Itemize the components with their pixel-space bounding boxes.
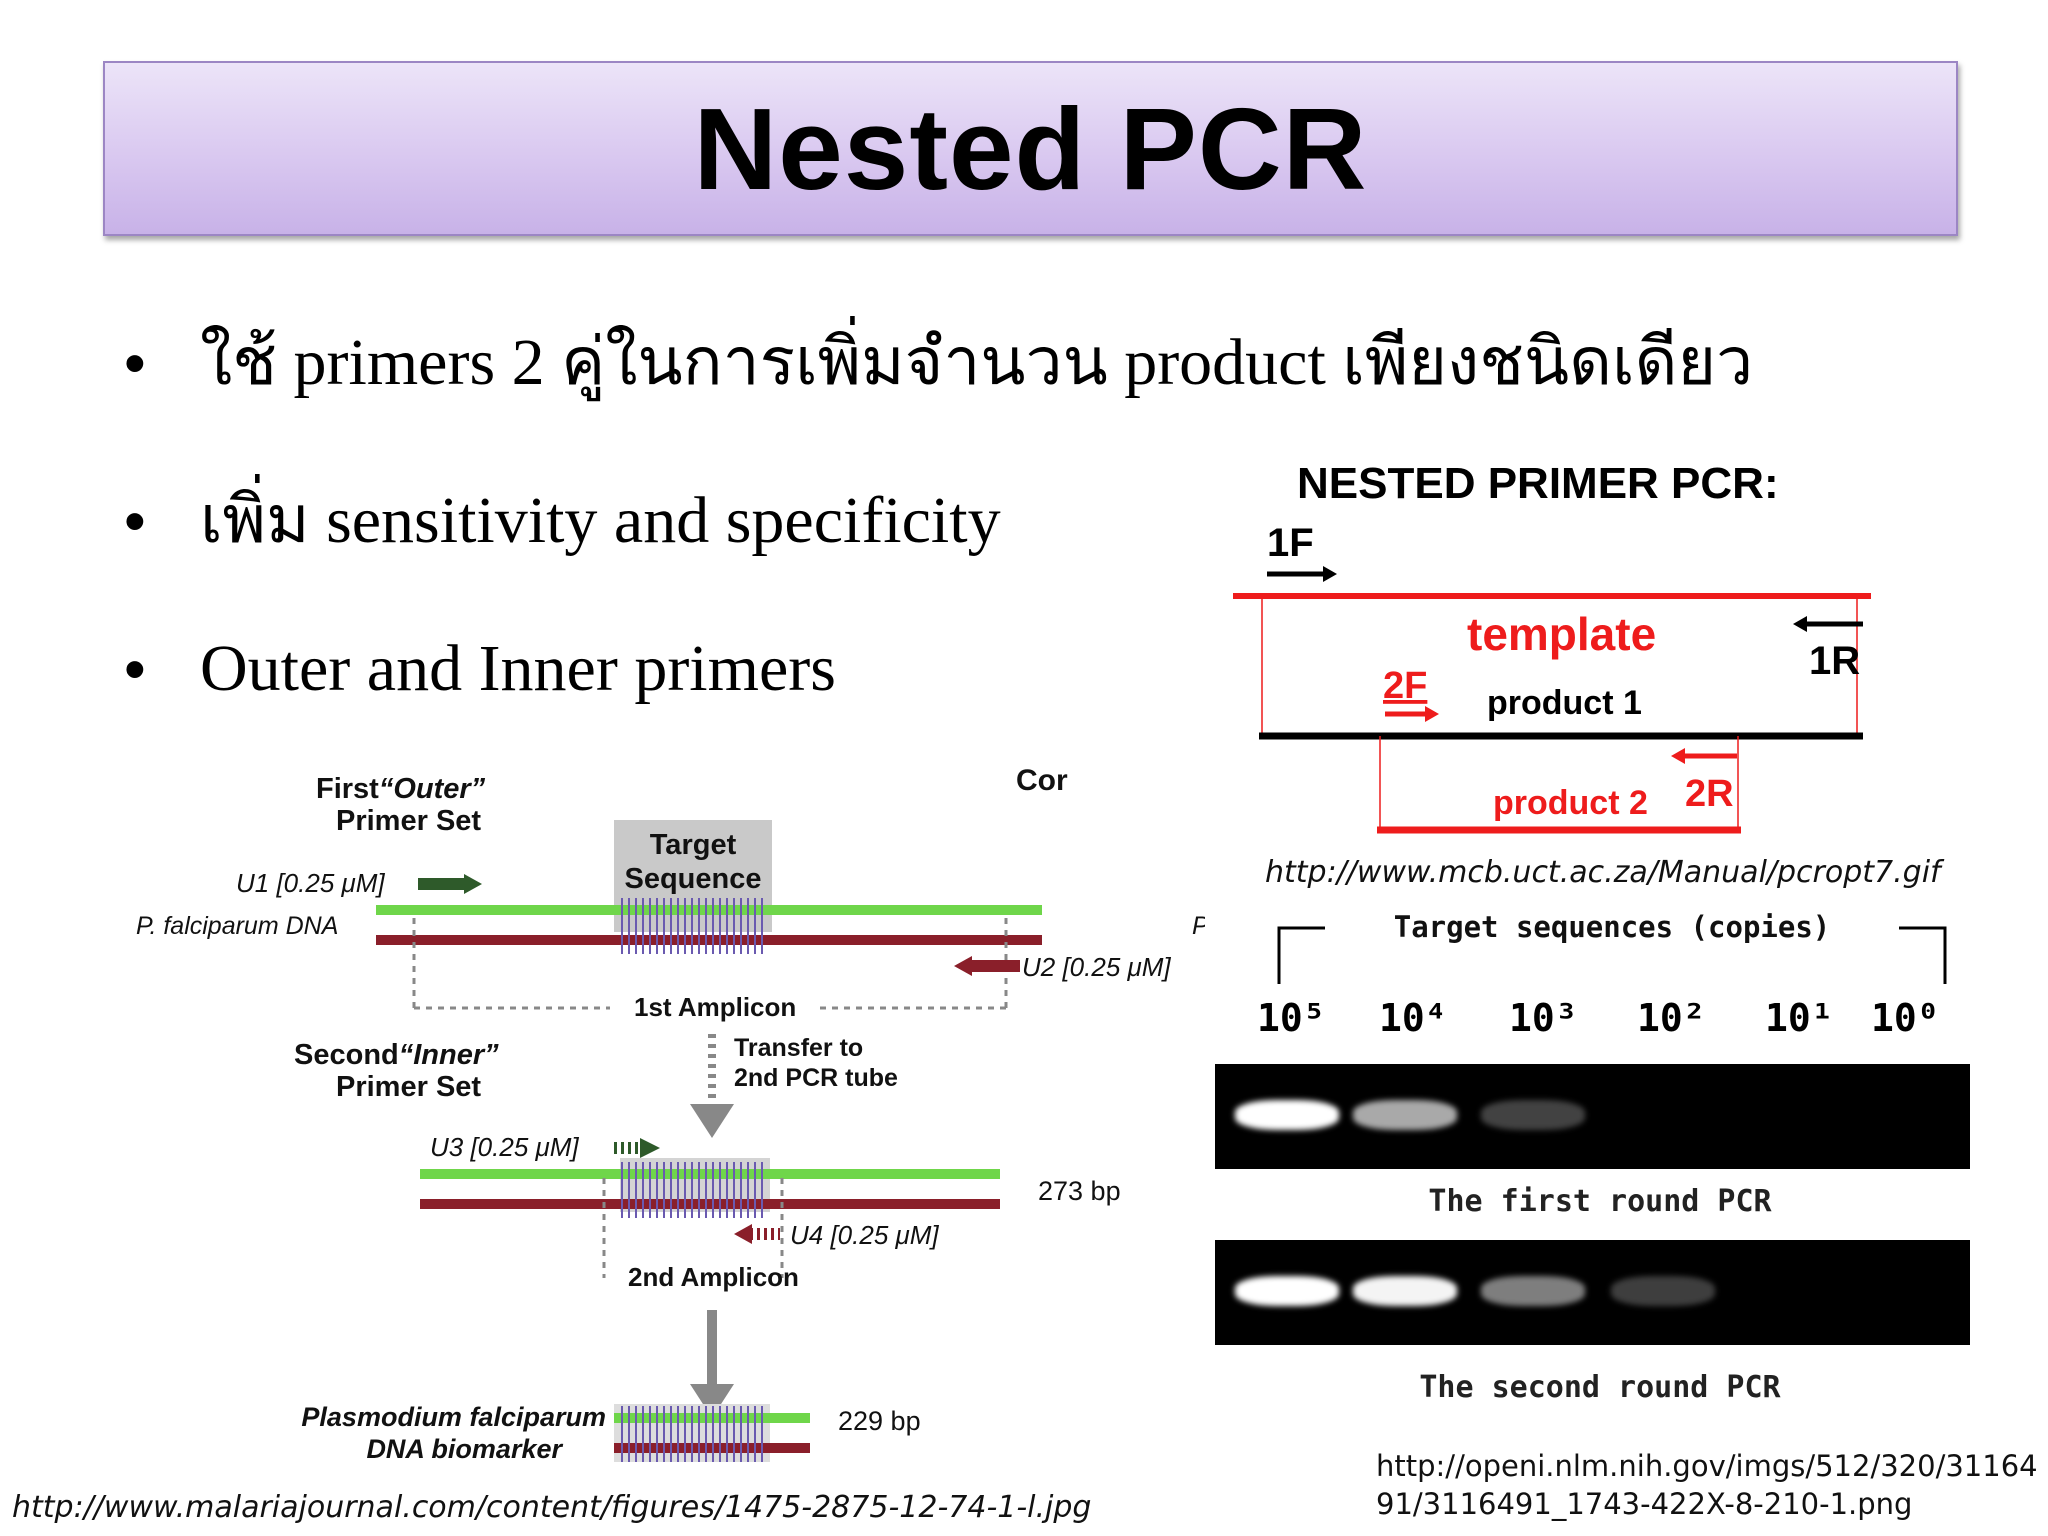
header-bracket-left <box>1277 926 1325 984</box>
source-openi-line2: 91/3116491_1743-422X-8-210-1.png <box>1376 1487 1913 1521</box>
source-openi-line1: http://openi.nlm.nih.gov/imgs/512/320/31… <box>1376 1449 2038 1483</box>
u3-label: U3 [0.25 μM] <box>430 1132 579 1162</box>
second-round-label: The second round PCR <box>1419 1370 1781 1405</box>
copies-label: 10¹ <box>1765 996 1834 1040</box>
target-line1: Target <box>650 829 737 861</box>
arrow-2r-icon <box>1671 748 1685 764</box>
biomarker-line2: DNA biomarker <box>366 1434 563 1464</box>
source-openi-url: http://openi.nlm.nih.gov/imgs/512/320/31… <box>1376 1447 2038 1523</box>
nested-primer-svg: NESTED PRIMER PCR: 1F template 1R 2F pro… <box>1233 459 1871 834</box>
gel-band <box>1481 1276 1585 1306</box>
bullet-1: • ใช้ primers 2 คู่ในการเพิ่มจำนวน produ… <box>124 330 1753 396</box>
transfer-line2: 2nd PCR tube <box>734 1064 898 1092</box>
label-1r: 1R <box>1809 639 1860 683</box>
amplicon1-label: 1st Amplicon <box>634 992 796 1022</box>
target-ticks-3 <box>621 1406 763 1462</box>
copies-label: 10⁵ <box>1257 996 1326 1040</box>
source-malaria-url: http://www.malariajournal.com/content/fi… <box>12 1490 1092 1525</box>
u4-label: U4 [0.25 μM] <box>790 1220 939 1250</box>
label-1f: 1F <box>1267 521 1314 565</box>
gel-band <box>1353 1276 1457 1306</box>
arrow-1r-icon <box>1793 616 1807 632</box>
biomarker-line1: Plasmodium falciparum <box>301 1402 606 1432</box>
bullet-text-3: Outer and Inner primers <box>200 632 836 705</box>
first-outer-line2: Primer Set <box>336 805 481 837</box>
bullet-text-1: ใช้ primers 2 คู่ในการเพิ่มจำนวน product… <box>200 326 1754 399</box>
slide-title: Nested PCR <box>693 83 1368 214</box>
gel-first-round <box>1215 1064 1970 1169</box>
bullet-3: • Outer and Inner primers <box>124 636 836 702</box>
header-bracket-right <box>1899 926 1947 984</box>
malaria-figure-svg: First“Outer” Primer Set Target Sequence … <box>136 764 1209 1464</box>
cut-text-p: P <box>1192 912 1209 940</box>
u2-arrow-icon <box>954 956 972 976</box>
bullet-dot: • <box>124 635 146 704</box>
first-outer-line1: First“Outer” <box>316 773 486 805</box>
label-2f: 2F <box>1383 665 1427 707</box>
second-inner-line1: Second“Inner” <box>294 1039 499 1071</box>
label-product-2: product 2 <box>1493 784 1648 822</box>
cut-text-cor: Cor <box>1016 764 1068 797</box>
amplicon2-label: 2nd Amplicon <box>628 1262 799 1292</box>
gel-band <box>1611 1276 1715 1306</box>
bullet-2: • เพิ่ม sensitivity and specificity <box>124 488 1001 554</box>
arrow-1f-icon <box>1323 566 1337 582</box>
title-banner: Nested PCR <box>103 61 1958 236</box>
target-ticks-2 <box>621 1162 763 1218</box>
gel-figure: Target sequences (copies) 10⁵ 10⁴ 10³ 10… <box>1205 900 1995 1420</box>
arrow-2f-icon <box>1425 706 1439 722</box>
label-product-1: product 1 <box>1487 684 1642 722</box>
source-mcb-url: http://www.mcb.uct.ac.za/Manual/pcropt7.… <box>1265 855 1941 890</box>
bp-273-label: 273 bp <box>1038 1176 1121 1206</box>
gel-band <box>1353 1100 1457 1130</box>
dna-label: P. falciparum DNA <box>136 912 338 940</box>
gel-header: Target sequences (copies) <box>1394 910 1831 944</box>
copies-row: 10⁵ 10⁴ 10³ 10² 10¹ 10⁰ <box>1245 996 1995 1046</box>
u1-arrow-icon <box>464 874 482 894</box>
transfer-arrow-icon <box>690 1104 734 1138</box>
u4-arrow-icon <box>734 1224 752 1244</box>
nested-heading: NESTED PRIMER PCR: <box>1297 459 1779 508</box>
copies-label: 10³ <box>1509 996 1578 1040</box>
down-arrow-icon <box>690 1384 734 1418</box>
bp-229-label: 229 bp <box>838 1406 921 1436</box>
target-line2: Sequence <box>625 863 762 895</box>
nested-primer-diagram: NESTED PRIMER PCR: 1F template 1R 2F pro… <box>1225 450 1905 850</box>
gel-band <box>1235 1100 1339 1130</box>
second-inner-line2: Primer Set <box>336 1071 481 1103</box>
u3-arrow-icon <box>640 1138 660 1158</box>
transfer-line1: Transfer to <box>734 1034 863 1062</box>
copies-label: 10⁰ <box>1871 996 1940 1040</box>
gel-band <box>1481 1100 1585 1130</box>
u2-label: U2 [0.25 μM] <box>1022 952 1171 982</box>
bullet-dot: • <box>124 487 146 556</box>
u1-label: U1 [0.25 μM] <box>236 868 385 898</box>
target-ticks-1 <box>621 898 763 954</box>
gel-header-svg: Target sequences (copies) <box>1277 910 1947 984</box>
gel-band <box>1235 1276 1339 1306</box>
malaria-figure: First“Outer” Primer Set Target Sequence … <box>130 758 1230 1480</box>
first-round-label: The first round PCR <box>1428 1184 1772 1219</box>
bullet-text-2: เพิ่ม sensitivity and specificity <box>200 484 1001 557</box>
gel-second-round <box>1215 1240 1970 1345</box>
label-2r: 2R <box>1685 773 1734 815</box>
copies-label: 10⁴ <box>1379 996 1448 1040</box>
label-template: template <box>1467 608 1656 660</box>
copies-label: 10² <box>1637 996 1706 1040</box>
bullet-dot: • <box>124 329 146 398</box>
